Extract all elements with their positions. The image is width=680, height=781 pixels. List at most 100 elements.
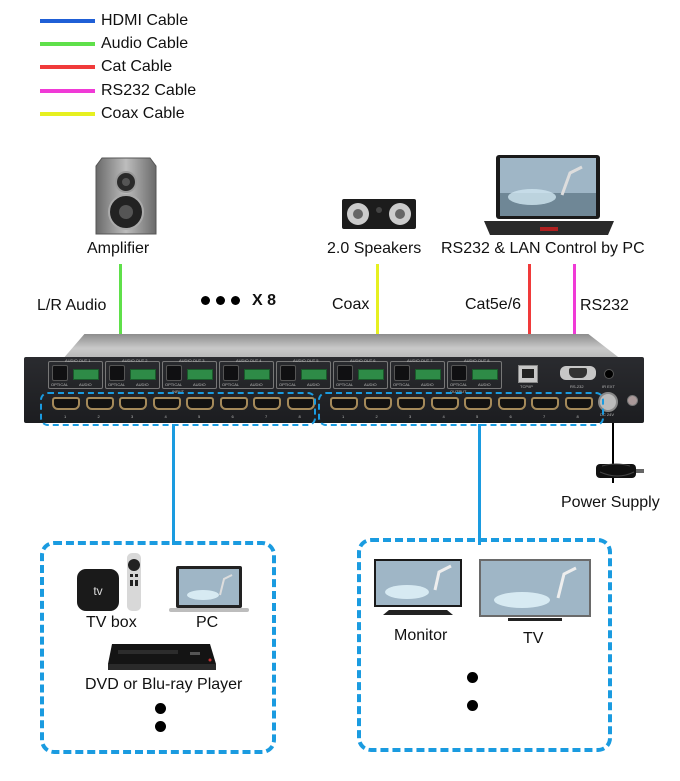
hdmi-output-port (497, 397, 526, 410)
port-number: 8 (298, 414, 301, 419)
optical-port (280, 365, 296, 381)
legend-item-audio: Audio Cable (40, 34, 188, 54)
port-number: 2 (97, 414, 100, 419)
hdmi-output-port (564, 397, 593, 410)
rs232-cable-swatch (40, 89, 95, 93)
ground-screw (627, 395, 638, 406)
dvd-label: DVD or Blu-ray Player (85, 676, 243, 693)
hdmi-input-port (286, 397, 315, 410)
port-number: 5 (476, 414, 479, 419)
hdmi-output-port (397, 397, 425, 410)
audio-label: AUDIO (421, 382, 434, 387)
optical-port (394, 365, 410, 381)
port-number: 2 (375, 414, 378, 419)
hdmi-output-port (531, 397, 559, 410)
hdmi-output-port (430, 397, 459, 410)
hdmi-input-port (85, 397, 114, 410)
port-number: 1 (342, 414, 345, 419)
audio-label: AUDIO (250, 382, 263, 387)
optical-label: OPTICAL (336, 382, 354, 387)
optical-label: OPTICAL (393, 382, 411, 387)
rs232-label: RS232 (580, 297, 629, 314)
legend-label: RS232 Cable (101, 82, 197, 99)
dot (231, 296, 240, 305)
ir-ext-label: IR EXT (602, 384, 615, 389)
tcpip-port (518, 365, 538, 383)
hdmi-output-port (363, 397, 392, 410)
tv-box-icon: tv (77, 569, 119, 611)
output-label: OUTPUT (450, 389, 467, 394)
optical-label: OPTICAL (450, 382, 468, 387)
optical-label: OPTICAL (51, 382, 69, 387)
repeat-count: X 8 (252, 292, 277, 309)
more-displays-dot (467, 672, 478, 683)
audio-terminal-block (187, 369, 213, 380)
audio-terminal-block (301, 369, 327, 380)
laptop-icon (484, 155, 614, 235)
power-supply-label: Power Supply (561, 494, 660, 511)
audio-out-label: AUDIO OUT 7 (407, 358, 433, 363)
rs232-port-label: RS-232 (570, 384, 584, 389)
monitor-icon (374, 559, 462, 615)
optical-label: OPTICAL (222, 382, 240, 387)
output-ports-group (318, 392, 604, 426)
laptop-pc-icon (169, 566, 249, 612)
power-cable (612, 423, 614, 483)
cat-label: Cat5e/6 (465, 296, 522, 313)
center-speaker-icon (342, 199, 416, 229)
hdmi-input-port (253, 397, 281, 410)
optical-port (223, 365, 239, 381)
displays-group (357, 538, 612, 752)
cat-cable-swatch (40, 65, 95, 69)
optical-port (109, 365, 125, 381)
hdmi-input-port (219, 397, 248, 410)
audio-out-group: AUDIO OUT 7 OPTICAL AUDIO (390, 358, 445, 389)
rs232-cable (573, 264, 576, 366)
audio-out-label: AUDIO OUT 6 (350, 358, 376, 363)
coax-label: Coax (332, 296, 370, 313)
dvd-player-icon (108, 644, 216, 670)
remote-control-icon (127, 553, 141, 611)
port-number: 8 (576, 414, 579, 419)
legend-label: Coax Cable (101, 105, 185, 122)
audio-cable-swatch (40, 42, 95, 46)
input-label: INPUT (172, 389, 184, 394)
port-number: 1 (64, 414, 67, 419)
tv-box-label: TV box (86, 614, 137, 631)
speakers-label: 2.0 Speakers (327, 240, 422, 257)
port-number: 4 (164, 414, 167, 419)
input-ports-group (40, 392, 316, 426)
port-number: 6 (509, 414, 512, 419)
audio-terminal-block (472, 369, 498, 380)
hdmi-input-port (52, 397, 80, 410)
audio-label: AUDIO (79, 382, 92, 387)
optical-port (451, 365, 467, 381)
audio-out-label: AUDIO OUT 8 (464, 358, 490, 363)
more-sources-dot (155, 721, 166, 732)
legend-item-hdmi: HDMI Cable (40, 11, 188, 31)
coax-cable (376, 264, 379, 364)
port-number: 7 (265, 414, 268, 419)
pc-control-label: RS232 & LAN Control by PC (441, 240, 645, 257)
audio-terminal-block (130, 369, 156, 380)
audio-terminal-block (358, 369, 384, 380)
hdmi-input-cable (172, 424, 175, 545)
port-number: 7 (543, 414, 546, 419)
more-displays-dot (467, 700, 478, 711)
tv-icon (479, 559, 591, 621)
hdmi-cable-swatch (40, 19, 95, 23)
audio-label: AUDIO (364, 382, 377, 387)
ir-ext-port (604, 369, 614, 379)
hdmi-output-port (464, 397, 492, 410)
sources-group (40, 541, 276, 754)
audio-cable (119, 264, 122, 364)
lr-audio-label: L/R Audio (37, 297, 107, 314)
audio-out-group: AUDIO OUT 6 OPTICAL AUDIO (333, 358, 388, 389)
optical-label: OPTICAL (279, 382, 297, 387)
dc-label: DC 24V (600, 412, 615, 417)
audio-out-label: AUDIO OUT 5 (293, 358, 319, 363)
audio-label: AUDIO (136, 382, 149, 387)
